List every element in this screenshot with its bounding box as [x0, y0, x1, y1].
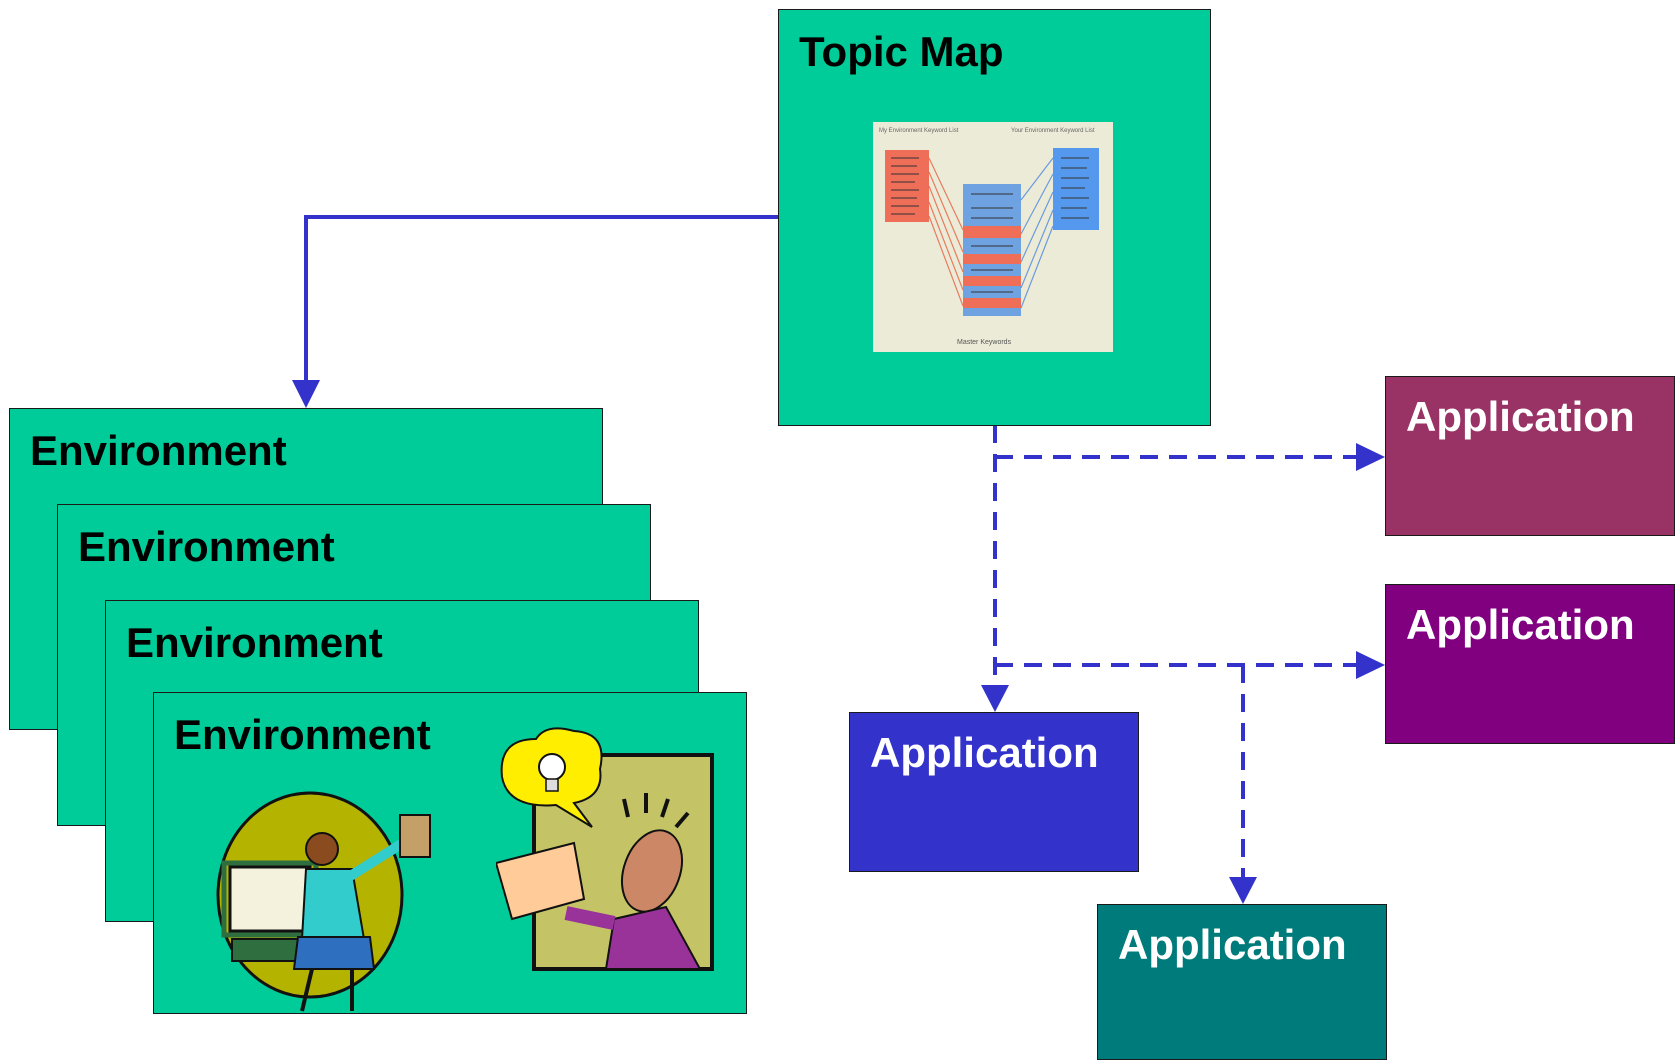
- keyword-mapping-thumbnail: My Environment Keyword List Your Environ…: [873, 122, 1113, 352]
- environment-label: Environment: [126, 619, 383, 666]
- topicmap-to-environment-connector: [304, 215, 778, 385]
- topic-map-box: Topic Map My Environment Keyword List Yo…: [778, 9, 1211, 426]
- purple-app-arrowhead: [1356, 651, 1385, 679]
- blue-app-arrowhead: [981, 685, 1009, 712]
- thumbnail-left-heading: My Environment Keyword List: [879, 128, 959, 134]
- application-label: Application: [870, 729, 1099, 776]
- teal-app-arrowhead: [1229, 877, 1257, 904]
- application-box-purple: Application: [1385, 584, 1675, 744]
- environment-label: Environment: [78, 523, 335, 570]
- application-box-teal: Application: [1097, 904, 1387, 1060]
- environment-label: Environment: [174, 711, 431, 758]
- environment-box-4: Environment: [153, 692, 747, 1014]
- woman-at-computer-clipart: [216, 791, 431, 1012]
- left-keyword-list: [885, 150, 929, 222]
- application-label: Application: [1118, 921, 1347, 968]
- environment-label: Environment: [30, 427, 287, 474]
- thumbnail-bottom-caption: Master Keywords: [957, 339, 1012, 346]
- environment-arrowhead: [292, 380, 320, 408]
- application-box-blue: Application: [849, 712, 1139, 872]
- application-label: Application: [1406, 601, 1635, 648]
- thumbnail-right-heading: Your Environment Keyword List: [1011, 128, 1095, 134]
- application-box-maroon: Application: [1385, 376, 1675, 536]
- master-keyword-list: [963, 184, 1021, 316]
- maroon-app-arrowhead: [1356, 443, 1385, 471]
- application-label: Application: [1406, 393, 1635, 440]
- man-with-idea-clipart: [496, 727, 714, 971]
- topic-map-title: Topic Map: [799, 28, 1004, 75]
- right-keyword-list: [1053, 148, 1099, 230]
